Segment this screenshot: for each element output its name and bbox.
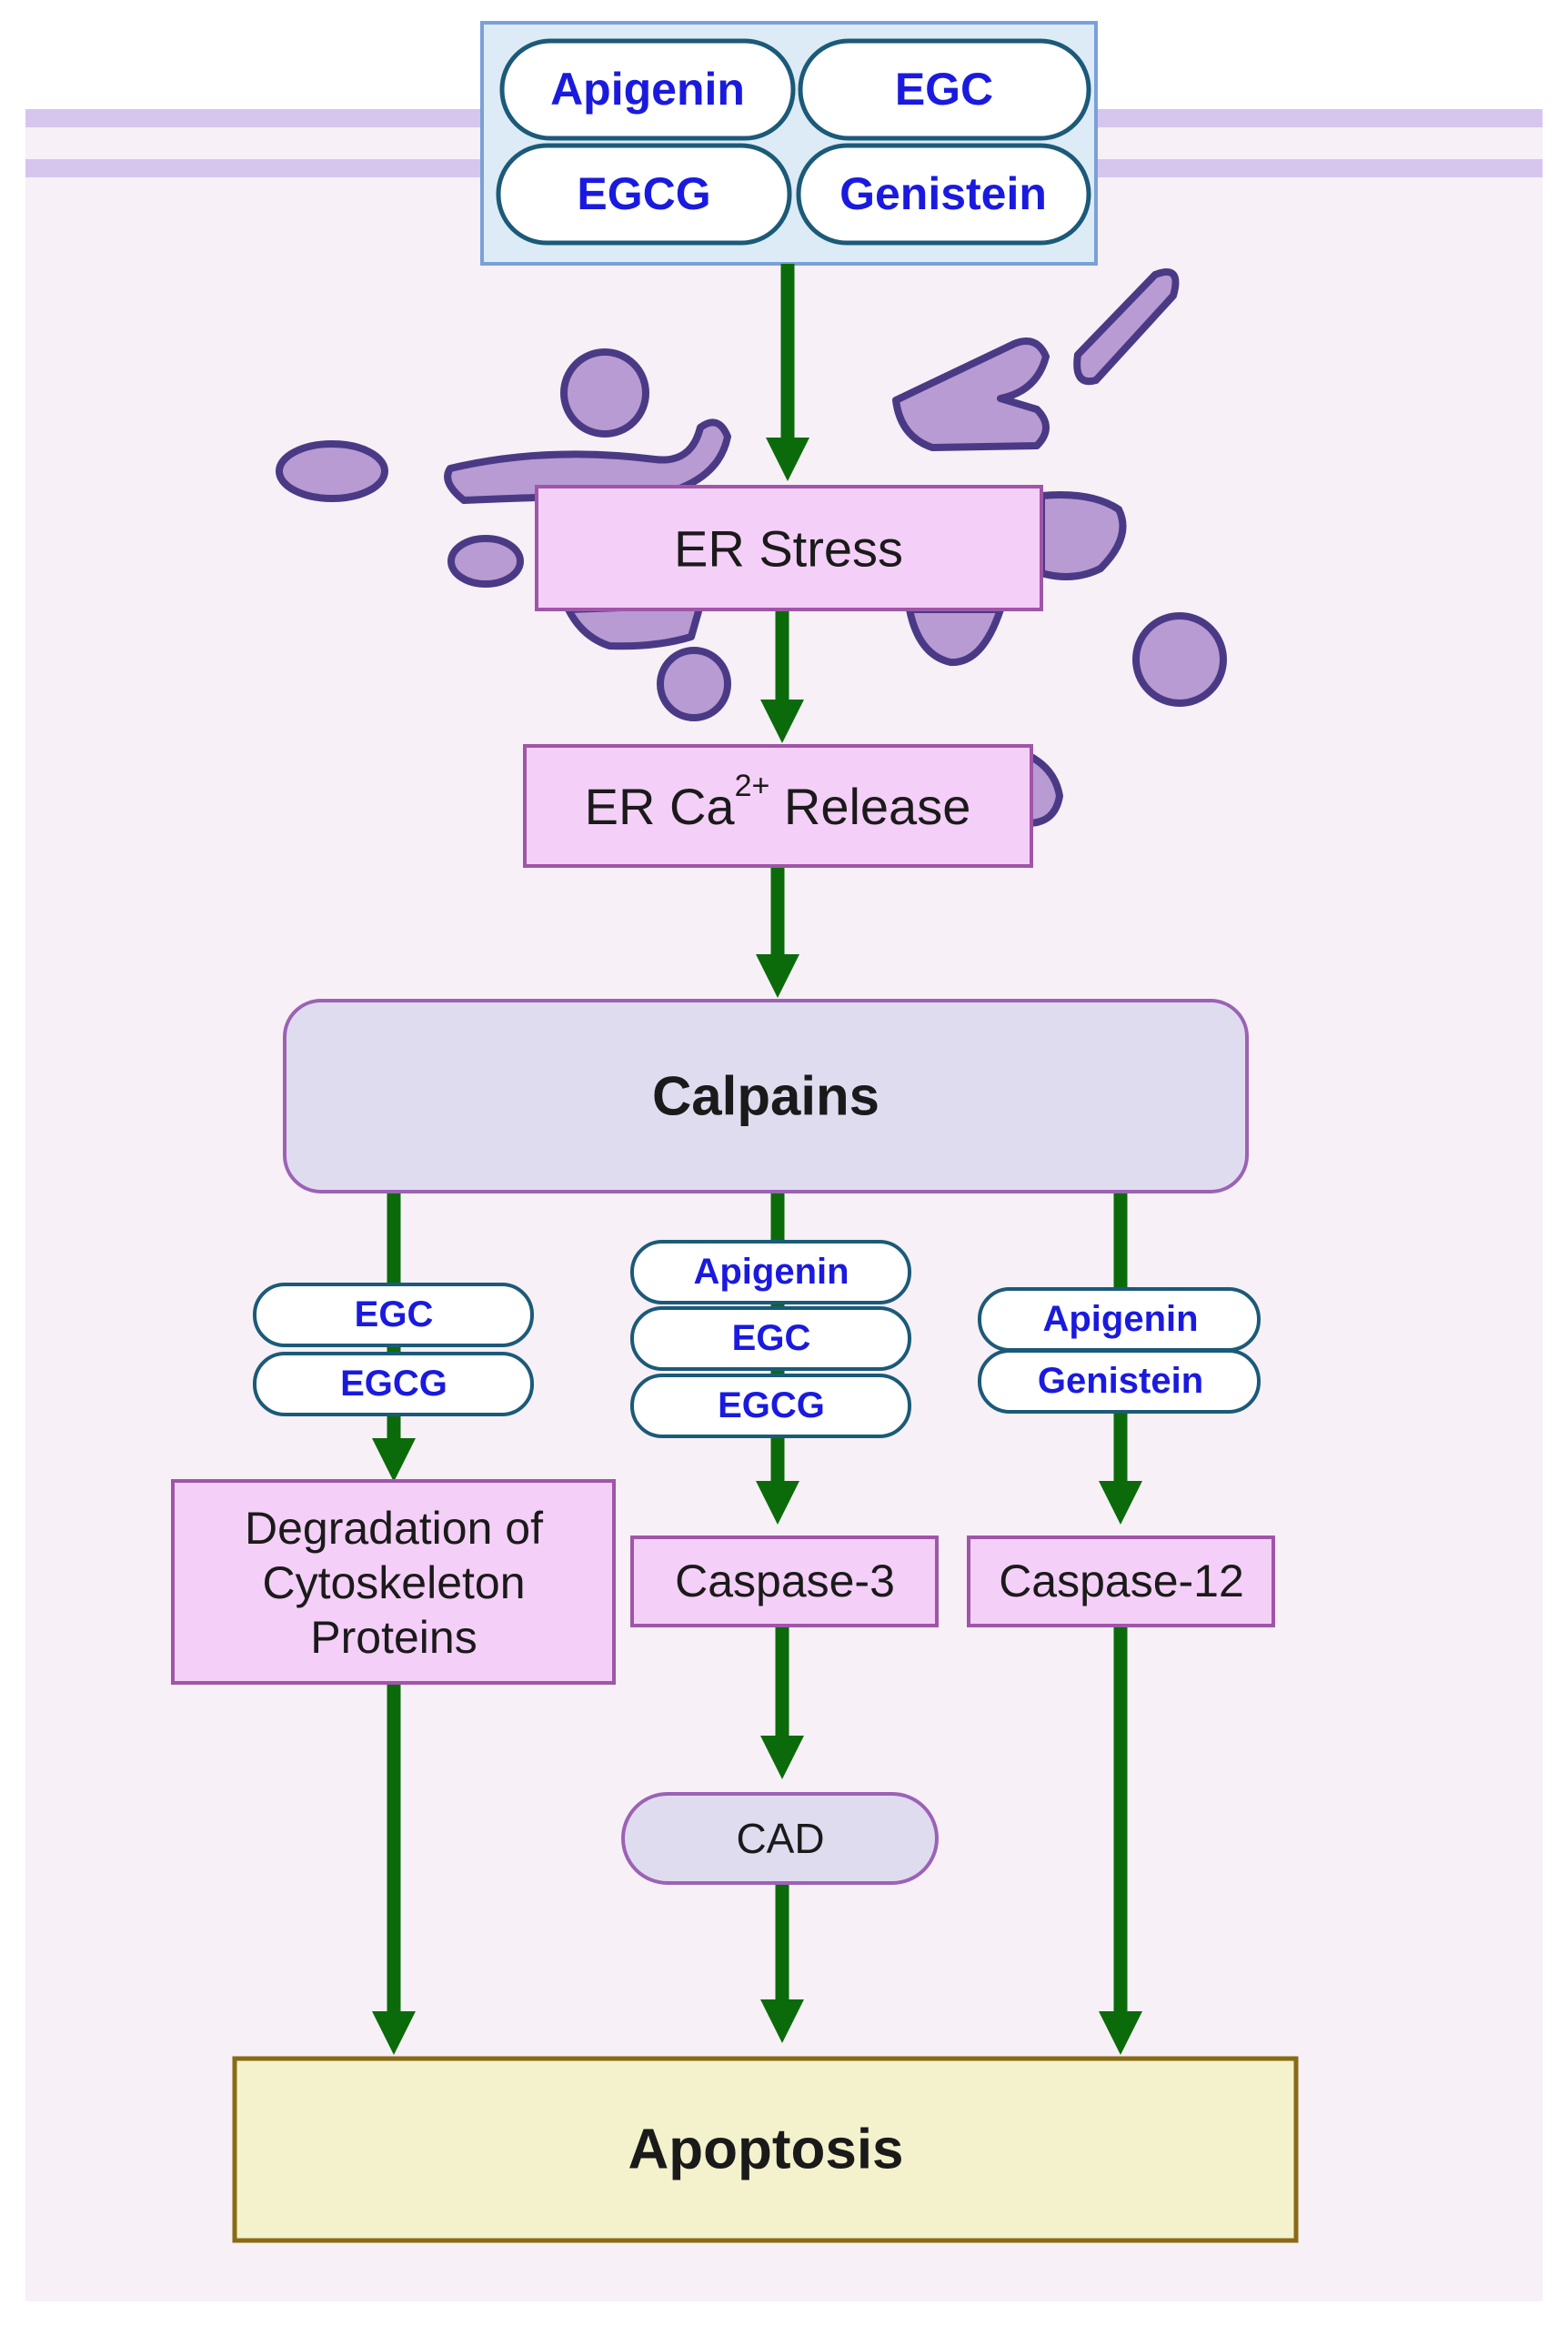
compound-label: EGCG [718, 1385, 825, 1425]
er-fragment [447, 535, 524, 588]
er-fragment [1073, 267, 1180, 386]
er-fragment [444, 418, 731, 504]
right-compound-stack [978, 1287, 1261, 1414]
caspase12-label: Caspase-12 [999, 1556, 1244, 1606]
compound-pill-egcg [496, 143, 792, 246]
compound-pill [978, 1349, 1261, 1414]
cad-box [621, 1792, 939, 1885]
left-compound-stack [253, 1283, 534, 1416]
compound-label: EGC [355, 1294, 434, 1334]
compound-label: EGC [895, 64, 993, 115]
er-stress-box [535, 485, 1043, 611]
compound-label: Apigenin [550, 64, 745, 115]
compound-label: EGCG [577, 168, 710, 219]
er-fragment [560, 348, 649, 438]
compound-label: Genistein [839, 168, 1047, 219]
er-fragment [565, 601, 704, 650]
compound-pill-genistein [796, 143, 1091, 246]
compound-label: Apigenin [1042, 1299, 1198, 1339]
er-fragment [906, 606, 1004, 667]
compound-pill-apigenin [499, 38, 796, 141]
compound-pill [630, 1374, 911, 1438]
er-ca-release-box [523, 744, 1033, 868]
middle-compound-stack [630, 1240, 911, 1438]
compound-label: EGC [732, 1318, 811, 1358]
caspase12-box [967, 1536, 1275, 1627]
degradation-label-line: Proteins [310, 1612, 477, 1663]
er-fragment [1132, 612, 1227, 707]
er-stress-label: ER Stress [674, 520, 903, 578]
caspase3-box [630, 1536, 939, 1627]
er-fragment [1038, 491, 1127, 580]
degradation-label-line: Cytoskeleton [262, 1557, 525, 1608]
compound-pill [630, 1306, 911, 1371]
compound-label: Genistein [1038, 1361, 1203, 1401]
apoptosis-label: Apoptosis [628, 2119, 903, 2181]
compound-pill [253, 1283, 534, 1347]
compound-label: Apigenin [693, 1252, 849, 1292]
compound-pill [253, 1352, 534, 1416]
er-fragment [657, 647, 731, 721]
caspase3-label: Caspase-3 [675, 1556, 895, 1606]
er-fragment [1024, 751, 1063, 827]
er-fragment [276, 440, 388, 502]
apoptosis-box [232, 2056, 1299, 2243]
compound-label: EGCG [340, 1364, 447, 1404]
compound-pill-egc [798, 38, 1091, 141]
er-organelle [276, 267, 1227, 827]
top-compound-group [496, 38, 1091, 246]
er-fragment [892, 337, 1050, 451]
calpains-label: Calpains [652, 1066, 879, 1127]
cad-label: CAD [736, 1815, 824, 1862]
degradation-box [171, 1479, 616, 1685]
degradation-label-line: Degradation of [245, 1503, 543, 1554]
compound-pill [630, 1240, 911, 1304]
er-ca-release-label: ER Ca2+ Release [585, 769, 971, 835]
calpains-box [283, 999, 1249, 1193]
